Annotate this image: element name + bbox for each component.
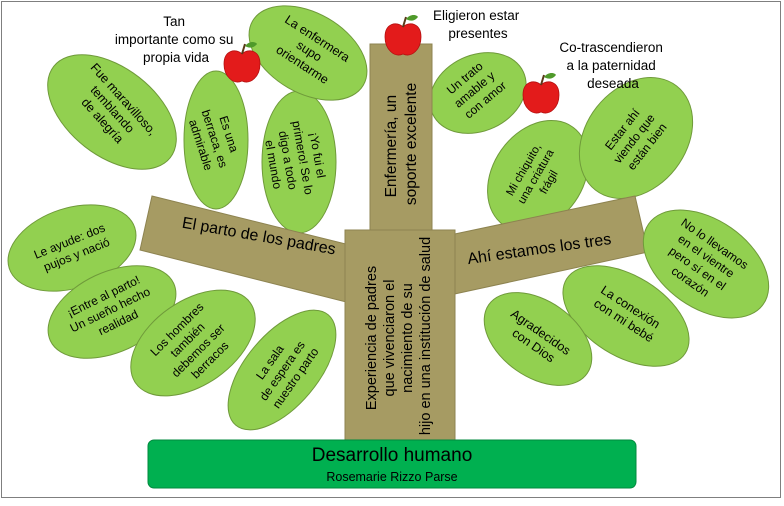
leaf-estar-ahi: Estar ahí viendo que están bien	[578, 77, 694, 199]
base-title: Desarrollo humano	[312, 445, 473, 466]
leaf-la-enfermera: La enfermera supo orientarme	[248, 5, 368, 101]
apple-caption-eligieron: Eligieron estar presentes	[433, 8, 523, 41]
apple-icon	[223, 42, 261, 83]
leaf-agradecidos: Agradecidos con Dios	[483, 292, 593, 386]
leaf-mi-chiquito: Mi chiquito, una criatura frágil	[487, 119, 589, 233]
main-trunk	[344, 229, 456, 441]
leaf-no-lo-llevamos: No lo llevamos en el vientre pero sí en …	[642, 209, 770, 319]
apple-caption-co-trascendieron: Co-trascendieron a la paternidad deseada	[559, 40, 666, 91]
leaf-la-conexion: La conexión con mi bebé	[562, 265, 690, 367]
trunk-top-label: Enfermería, un soporte excelente	[383, 83, 420, 205]
upper-trunk	[369, 43, 433, 245]
leaf-un-trato-amable: Un trato amable y con amor	[429, 52, 527, 134]
leaf-la-sala-de-espera: La sala de espera es nuestro parto	[227, 309, 337, 431]
apple-icon	[522, 73, 560, 114]
leaf-los-hombres: Los hombres también debemos ser berracos	[130, 289, 256, 397]
leaf-yo-fui-el-primero-text: ¡Yo fui el primero! Se lo digo a todo el…	[260, 117, 332, 204]
apple-icon	[384, 15, 422, 56]
leaf-entre-al-parto: ¡Entre al parto! Un sueño hecho realidad	[47, 265, 177, 359]
apple-caption-tan-importante: Tan importante como su propia vida	[115, 14, 237, 65]
leaf-es-una-berraca: Es una berraca, es admirable	[183, 70, 249, 210]
leaf-yo-fui-el-primero: ¡Yo fui el primero! Se lo digo a todo el…	[260, 90, 337, 234]
trunk-main-label: Experiencia de padres que vivenciaron el…	[364, 237, 434, 435]
tree-trunk: Enfermería, un soporte excelente Experie…	[139, 43, 649, 441]
base-subtitle: Rosemarie Rizzo Parse	[326, 470, 457, 484]
base-box: Desarrollo humano Rosemarie Rizzo Parse	[147, 439, 637, 489]
leaf-le-ayude: Le ayude: dos pujos y nació	[7, 204, 137, 292]
